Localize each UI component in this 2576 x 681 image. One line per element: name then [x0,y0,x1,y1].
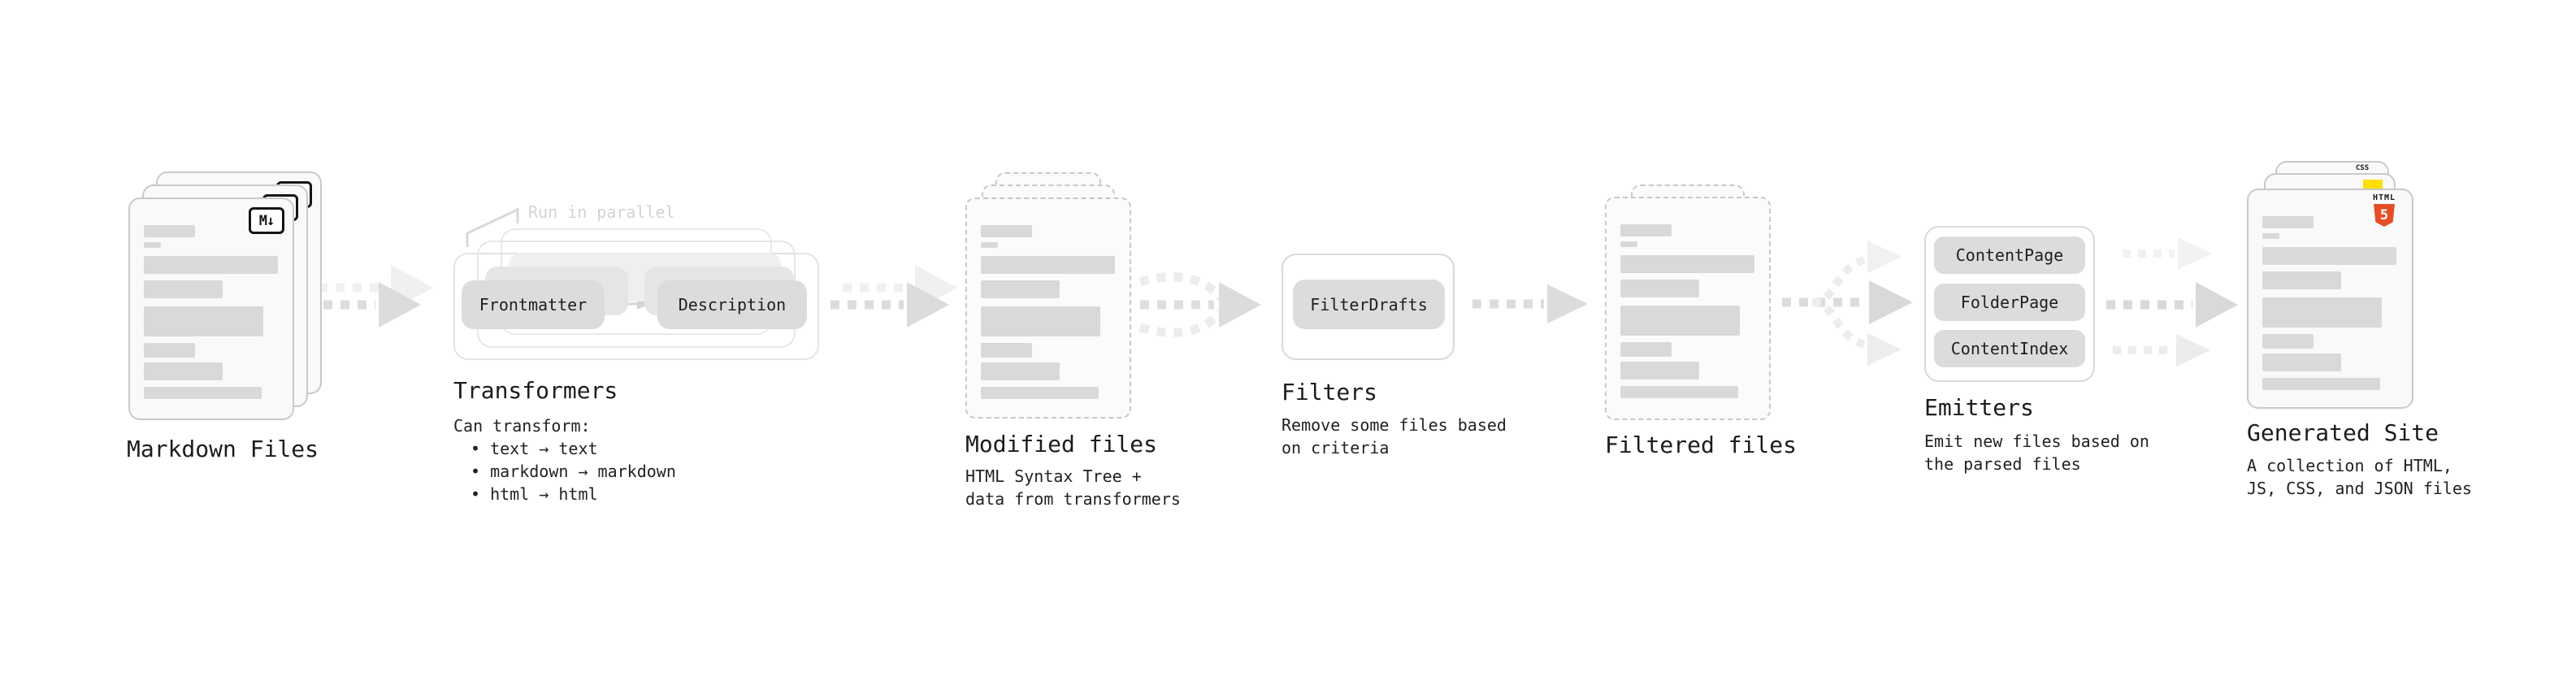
filters-container-outline [1281,254,1455,360]
file-card [1605,197,1771,420]
text-placeholder-bar [1620,386,1738,398]
description-line: data from transformers [965,489,1181,509]
text-placeholder-bar [144,280,223,298]
text-placeholder-bar [2262,354,2341,371]
description-line: A collection of HTML, [2247,456,2452,475]
run-in-parallel-callout: Run in parallel [528,202,675,222]
text-placeholder-bar [2262,247,2396,265]
html5-icon: HTML 5 [2365,193,2404,227]
text-placeholder-bar [2262,233,2279,239]
text-placeholder-bar [981,225,1032,237]
js-icon [2363,180,2383,189]
text-placeholder-bar [2262,216,2314,228]
emitters-description: Emit new files based on the parsed files [1924,430,2149,475]
transform-bullet: • markdown → markdown [471,462,676,481]
text-placeholder-bar [1620,280,1699,297]
arrow-emitters-to-generated [2106,237,2238,367]
markdown-icon: M↓ [249,207,284,234]
modified-files-description: HTML Syntax Tree + data from transformer… [965,465,1181,510]
modified-files-label: Modified files [965,431,1158,458]
text-placeholder-bar [2262,378,2380,390]
contentpage-box: ContentPage [1934,236,2085,274]
can-transform-title: Can transform: [453,416,591,436]
text-placeholder-bar [144,242,161,248]
file-card: M↓ [128,197,294,420]
text-placeholder-bar [981,387,1099,399]
generated-site-label: Generated Site [2247,419,2439,446]
text-placeholder-bar [981,256,1115,274]
text-placeholder-bar [1620,306,1740,336]
html5-shield: 5 [2374,204,2395,227]
transformers-label: Transformers [453,377,618,404]
folderpage-box: FolderPage [1934,284,2085,321]
contentindex-box: ContentIndex [1934,330,2085,367]
text-placeholder-bar [981,280,1060,298]
css-badge-text: CSS [2355,164,2370,172]
emitters-container-outline [1924,226,2095,382]
text-placeholder-bar [144,362,223,380]
text-placeholder-bar [981,343,1032,358]
text-placeholder-bar [981,306,1100,336]
text-placeholder-bar [1620,342,1672,357]
text-placeholder-bar [1620,224,1672,236]
filters-description: Remove some files based on criteria [1281,414,1507,459]
transform-bullet: • html → html [471,484,598,504]
text-placeholder-bar [1620,362,1699,380]
text-placeholder-bar [144,225,195,237]
text-placeholder-bar [981,362,1060,380]
arrow-filters-to-filtered [1472,284,1588,323]
run-in-parallel-leader-line [466,208,519,247]
emitters-label: Emitters [1924,394,2034,421]
frontmatter-box: Frontmatter [462,280,605,329]
transformers-description: Can transform: • text → text • markdown … [453,414,676,505]
description-line: Remove some files based [1281,415,1507,435]
arrow-transformers-to-modified [830,265,957,327]
description-line: Emit new files based on [1924,432,2149,451]
text-placeholder-bar [1620,255,1754,273]
description-box: Description [657,280,807,329]
arrow-modified-to-filters [1138,272,1261,337]
generated-site-description: A collection of HTML, JS, CSS, and JSON … [2247,454,2472,500]
text-placeholder-bar [1620,241,1637,247]
arrow-filtered-to-emitters [1782,241,1913,366]
file-card: HTML 5 [2247,189,2413,409]
description-line: JS, CSS, and JSON files [2247,479,2472,498]
html5-badge-text: HTML [2372,193,2396,202]
text-placeholder-bar [981,242,998,248]
text-placeholder-bar [2262,297,2382,327]
description-line: the parsed files [1924,454,2081,474]
filtered-files-label: Filtered files [1605,432,1798,458]
text-placeholder-bar [144,343,195,358]
text-placeholder-bar [144,387,262,399]
text-placeholder-bar [144,306,263,336]
markdown-files-label: Markdown Files [127,436,319,462]
filterdrafts-box: FilterDrafts [1293,280,1445,329]
filters-label: Filters [1281,379,1378,406]
description-line: HTML Syntax Tree + [965,466,1142,486]
html5-number: 5 [2379,207,2389,223]
text-placeholder-bar [2262,334,2314,349]
file-card [965,197,1131,419]
description-line: on criteria [1281,438,1390,458]
text-placeholder-bar [2262,271,2341,289]
text-placeholder-bar [144,256,278,274]
transform-bullet: • text → text [471,439,598,458]
arrow-markdown-to-transformers [306,265,433,327]
